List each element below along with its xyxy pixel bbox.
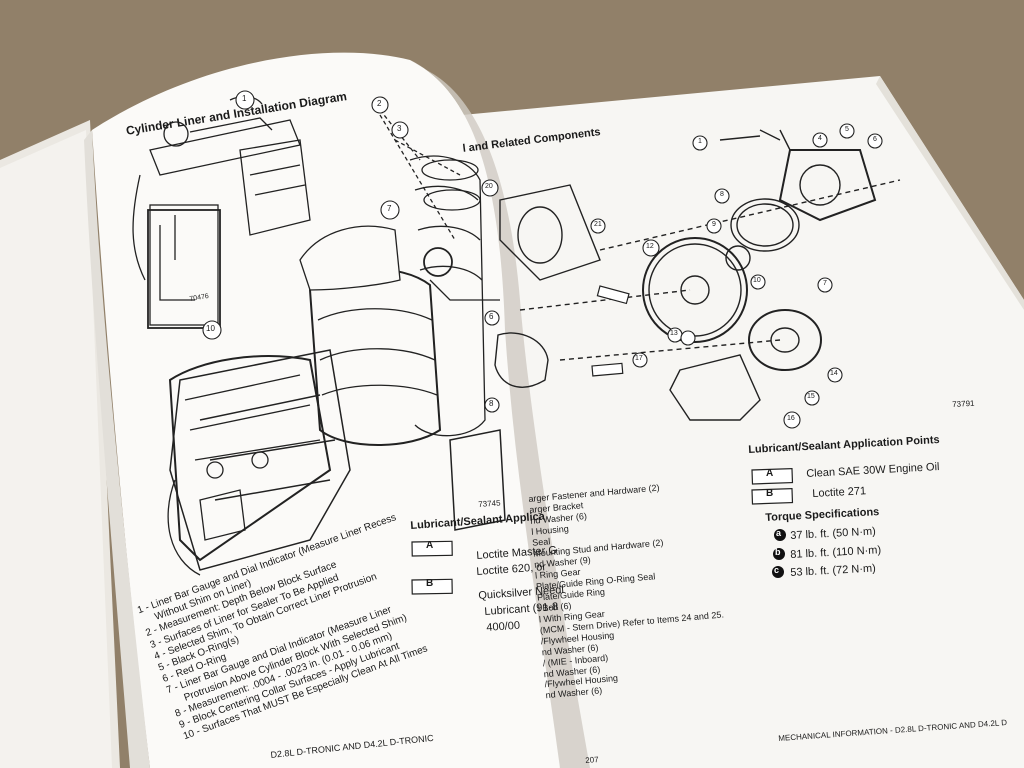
left-lubricant-tubes — [411, 540, 453, 595]
right-lubricant-key-a: A — [766, 468, 774, 479]
callout-5-right: 5 — [845, 126, 849, 133]
callout-1: 1 — [242, 94, 247, 103]
callout-7-right: 7 — [823, 280, 827, 287]
torque-key-b: b — [775, 547, 781, 557]
callout-3: 3 — [397, 124, 402, 133]
left-lubricant-b-line3: 400/00 — [486, 619, 521, 634]
callout-17: 17 — [635, 355, 643, 362]
callout-8-right: 8 — [720, 191, 724, 198]
callout-13: 13 — [670, 330, 678, 337]
gutter-shadow — [410, 60, 590, 768]
figure-id-73745: 73745 — [478, 498, 501, 509]
torque-key-c: c — [774, 565, 780, 575]
callout-20: 20 — [485, 183, 493, 190]
flywheel-components-diagram — [494, 129, 901, 421]
torque-key-a: a — [776, 528, 782, 538]
callout-10-right: 10 — [753, 277, 761, 284]
callout-15: 15 — [807, 393, 815, 400]
engine-block-diagram — [169, 349, 506, 571]
torque-badges — [772, 529, 786, 578]
callout-7: 7 — [387, 204, 392, 213]
callout-6: 6 — [489, 312, 494, 321]
callout-12: 12 — [646, 243, 654, 250]
right-legend-list: arger Fastener and Hardware (2) arger Br… — [528, 478, 730, 702]
callout-10: 10 — [206, 324, 215, 333]
callout-16: 16 — [787, 415, 795, 422]
right-page — [430, 76, 1024, 768]
callout-21: 21 — [594, 221, 602, 228]
right-lubricant-tubes — [591, 285, 794, 505]
left-lubricant-key-b: B — [426, 578, 434, 589]
callout-1-right: 1 — [698, 138, 702, 145]
left-callouts — [202, 90, 500, 413]
callout-2: 2 — [377, 99, 382, 108]
right-lubricant-key-b: B — [766, 488, 774, 499]
figure-id-73791: 73791 — [952, 398, 975, 409]
callout-4-right: 4 — [818, 135, 822, 142]
callout-6-right: 6 — [873, 136, 877, 143]
right-callouts — [481, 123, 883, 429]
callout-9: 9 — [712, 221, 716, 228]
right-page-number: 207 — [585, 755, 599, 765]
cylinder-liner-diagram — [132, 96, 500, 576]
callout-8: 8 — [489, 399, 494, 408]
left-lubricant-key-a: A — [426, 540, 434, 551]
callout-14: 14 — [830, 370, 838, 377]
